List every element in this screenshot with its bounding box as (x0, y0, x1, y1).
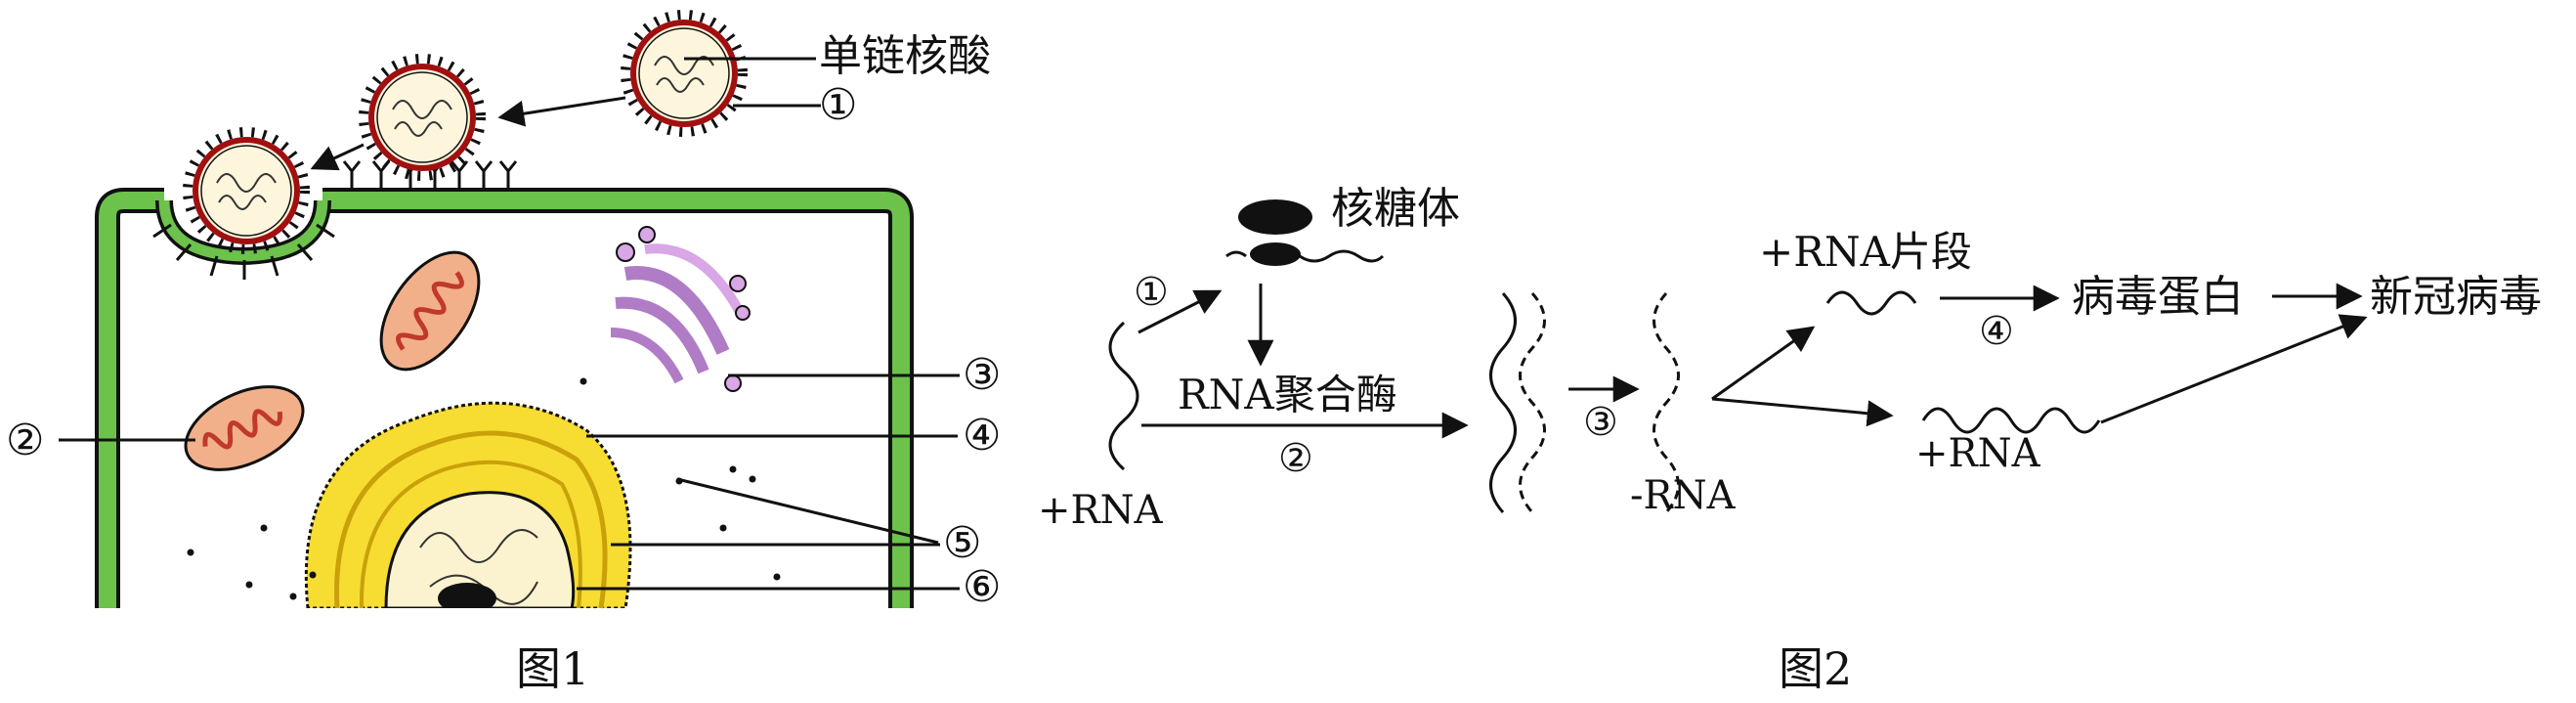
label-marker-3: ③ (963, 350, 1001, 400)
label-nucleic-acid: 单链核酸 (819, 31, 991, 81)
minus-rna-strand (1653, 292, 1680, 513)
figure2-caption: 图2 (1779, 642, 1852, 695)
label-marker-1: ① (819, 80, 857, 130)
mitochondrion-lower (184, 385, 305, 471)
arrow-virus-to-cell (310, 143, 365, 171)
arrow-rna-to-virus (2100, 314, 2368, 424)
label-marker-6: ⑥ (963, 562, 1001, 612)
ribosome-icon (1225, 199, 1385, 266)
virus-particle-free (621, 10, 748, 137)
figure-1: 单链核酸 ① (0, 10, 1026, 703)
cell-wall-fill (99, 192, 910, 608)
plus-rna-fragment-strand (1825, 290, 1917, 316)
label-marker-2: ② (6, 416, 44, 465)
label-plus-rna-input: +RNA (1038, 488, 1164, 533)
figure1-crop (0, 608, 1026, 703)
organelle-leaders (59, 373, 960, 591)
label-new-virus: 新冠病毒 (2370, 272, 2542, 322)
arrow-virus-to-virus (497, 96, 626, 127)
plus-rna-input-strand (1108, 321, 1139, 471)
label-plus-rna-fragment: +RNA片段 (1759, 228, 1972, 276)
arrow-to-plus-rna (1711, 397, 1894, 427)
double-strand-rna (1489, 292, 1546, 513)
arrow-step-1 (1138, 289, 1223, 334)
label-plus-rna-output: +RNA (1915, 431, 2041, 476)
virus-particle-approaching (359, 54, 486, 181)
label-step-3: ③ (1583, 400, 1618, 445)
label-marker-4: ④ (963, 411, 1001, 461)
label-step-1: ① (1134, 270, 1169, 315)
virus-particle-entering (183, 127, 310, 254)
figure1-caption: 图1 (516, 642, 589, 695)
arrow-to-fragment (1711, 326, 1816, 401)
nucleus (384, 491, 576, 614)
label-ribosome: 核糖体 (1331, 184, 1460, 234)
label-step-2: ② (1278, 436, 1313, 481)
golgi-apparatus (610, 226, 751, 392)
plus-rna-output-strand (1921, 407, 2101, 434)
mitochondrion-upper (379, 250, 481, 372)
figure-2: +RNA ① 核糖体 RNA聚合酶 ② ③ -RNA (1038, 184, 2542, 695)
label-viral-protein: 病毒蛋白 (2072, 272, 2244, 322)
label-marker-5: ⑤ (943, 518, 981, 568)
label-rna-polymerase: RNA聚合酶 (1178, 371, 1397, 418)
label-minus-rna: -RNA (1630, 473, 1737, 518)
ribosome-dots (187, 377, 781, 600)
label-step-4: ④ (1979, 309, 2014, 354)
